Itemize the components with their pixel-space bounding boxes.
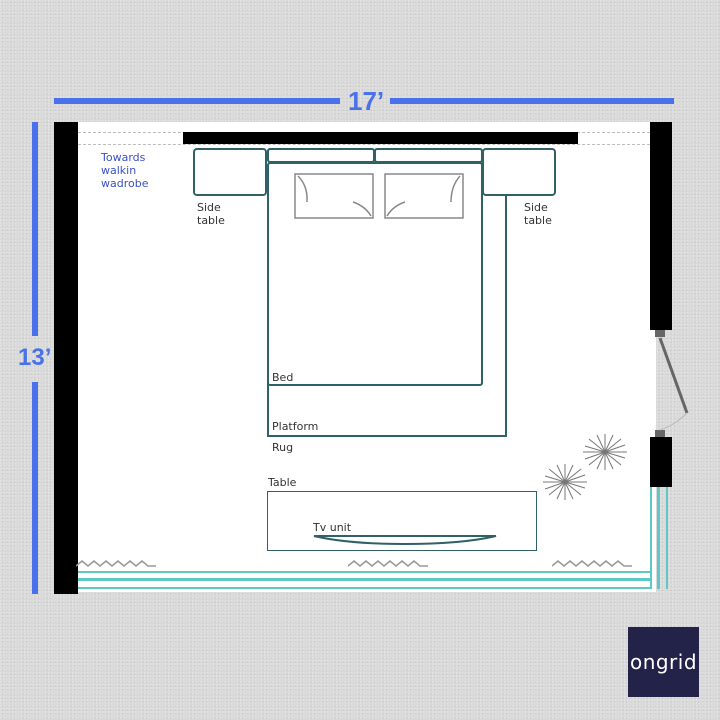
headboard-wall: [183, 132, 578, 144]
door-swing-icon: [658, 337, 689, 431]
height-dimension-line-top: [32, 122, 38, 336]
tv-unit-icon: [313, 535, 497, 545]
plant-icon: [543, 434, 627, 500]
platform-label: Platform: [272, 420, 319, 433]
ongrid-logo: ongrid: [628, 627, 699, 697]
right-wall-lower: [650, 437, 672, 487]
width-dimension-line-right: [390, 98, 674, 104]
height-dimension-label: 13’: [18, 344, 52, 371]
table: [267, 491, 537, 551]
room-floor: [56, 122, 656, 592]
headboard-left: [267, 148, 375, 163]
curtain-right-icon: [552, 560, 632, 567]
side-table-left-label: Side table: [197, 201, 225, 227]
bed: [267, 162, 483, 386]
right-wall-upper: [650, 122, 672, 330]
side-table-left: [193, 148, 267, 196]
left-wall: [54, 122, 78, 594]
rug-label: Rug: [272, 441, 294, 454]
bed-label: Bed: [272, 371, 294, 384]
door-hinge-bottom: [655, 430, 665, 437]
side-table-right-label: Side table: [524, 201, 552, 227]
pillow-right-icon: [384, 173, 464, 219]
table-label: Table: [268, 476, 297, 489]
top-wall-dashed-line-2: [78, 144, 650, 145]
curtain-left-icon: [76, 560, 156, 567]
height-dimension-line-bottom: [32, 382, 38, 594]
width-dimension-label: 17’: [348, 86, 385, 116]
bottom-window: [78, 571, 652, 589]
walkin-wardrobe-label: Towards walkin wadrobe: [101, 151, 149, 190]
pillow-left-icon: [294, 173, 374, 219]
door-hinge-top: [655, 330, 665, 337]
side-table-right: [482, 148, 556, 196]
width-dimension-line-left: [54, 98, 340, 104]
headboard-right: [374, 148, 483, 163]
tv-unit-label: Tv unit: [313, 521, 352, 534]
curtain-center-icon: [348, 560, 428, 567]
right-window: [650, 487, 668, 589]
